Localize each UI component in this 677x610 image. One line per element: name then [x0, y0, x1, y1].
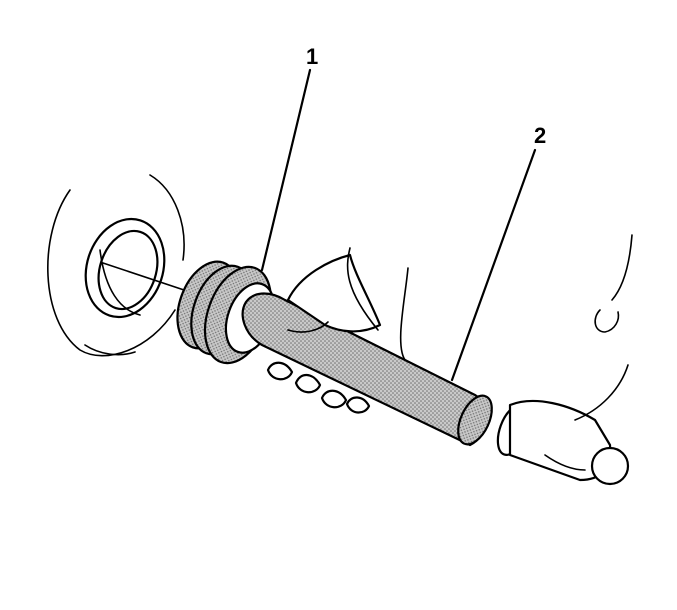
bearing-race — [84, 217, 166, 319]
second-hand — [544, 234, 633, 471]
callout-label-1: 1 — [306, 44, 318, 69]
hand — [266, 247, 409, 414]
housing — [47, 174, 185, 357]
hammer — [496, 399, 630, 486]
leader-line-2 — [450, 148, 537, 382]
leader-line-1 — [260, 68, 312, 272]
center-line — [102, 262, 191, 293]
callout-label-2: 2 — [534, 123, 546, 148]
